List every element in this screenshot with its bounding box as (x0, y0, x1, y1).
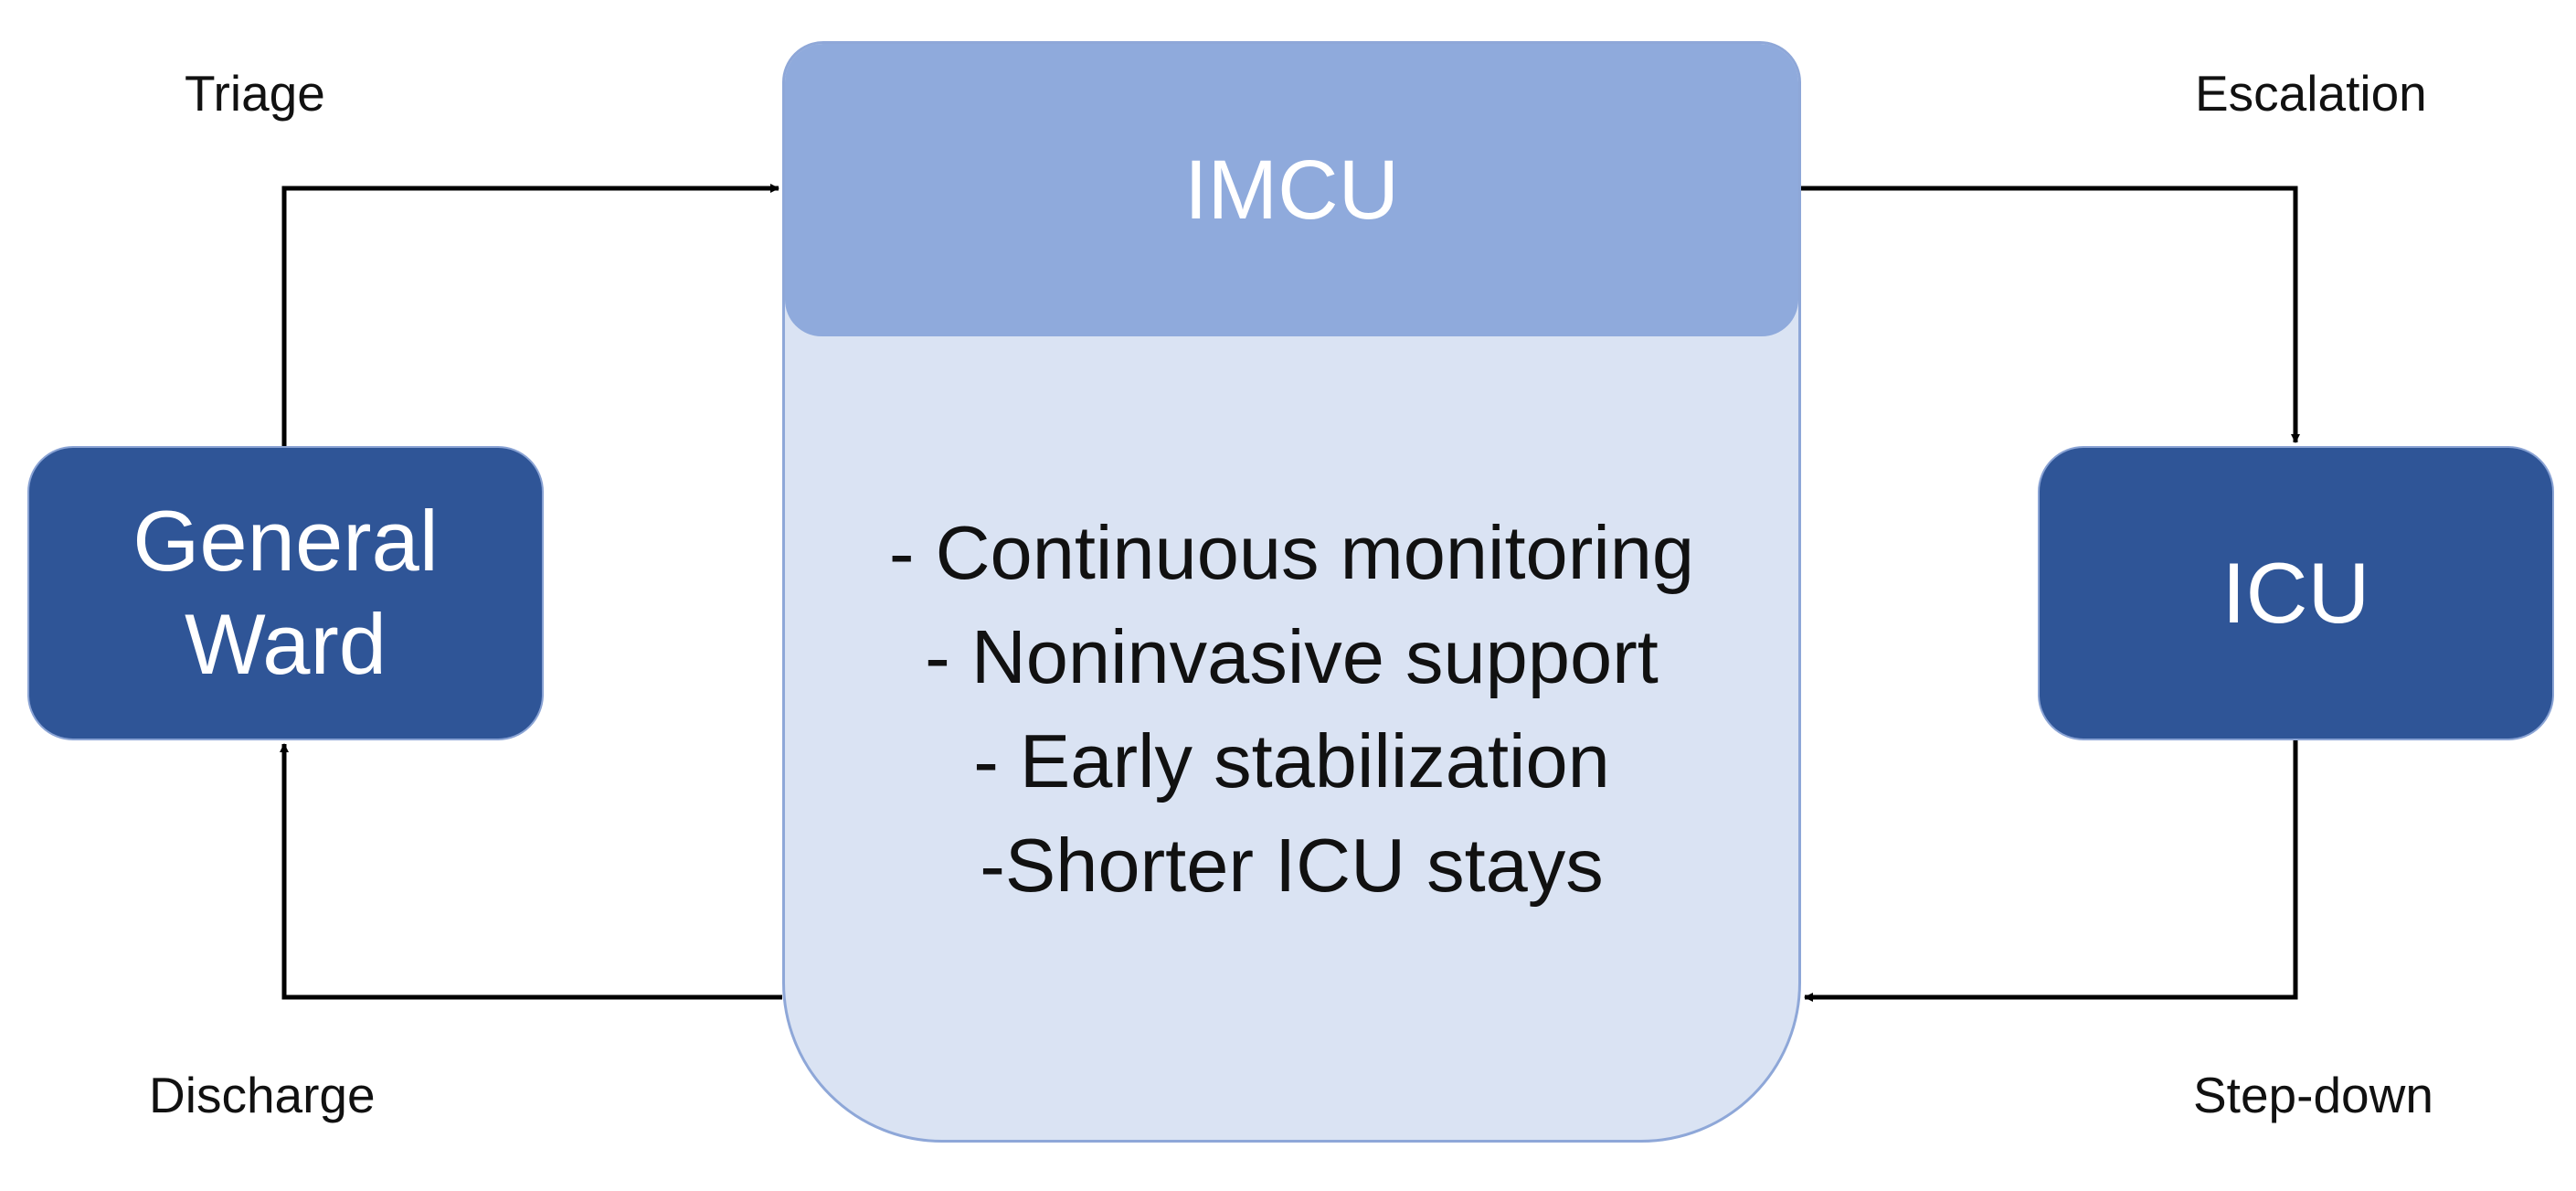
icu-label: ICU (2221, 544, 2370, 641)
general-ward-node: General Ward (27, 446, 544, 740)
imcu-header: IMCU (785, 44, 1798, 336)
discharge-arrow (280, 743, 782, 1000)
icu-node: ICU (2038, 446, 2554, 740)
triage-label: Triage (185, 65, 325, 122)
step-down-label: Step-down (2193, 1067, 2433, 1123)
imcu-feature-item: -Shorter ICU stays (980, 823, 1604, 908)
escalation-label: Escalation (2195, 65, 2427, 122)
imcu-feature-item: - Noninvasive support (925, 614, 1659, 699)
general-ward-label-line2: Ward (184, 596, 387, 692)
escalation-arrow (1801, 186, 2300, 443)
imcu-feature-item: - Continuous monitoring (888, 510, 1695, 595)
imcu-title: IMCU (1183, 143, 1400, 237)
imcu-feature-item: - Early stabilization (973, 718, 1610, 803)
imcu-node: IMCU - Continuous monitoring - Noninvasi… (782, 41, 1801, 1143)
discharge-label: Discharge (149, 1067, 376, 1123)
general-ward-label-line1: General (133, 493, 439, 590)
step-down-arrow (1804, 740, 2298, 1002)
imcu-features-list: - Continuous monitoring - Noninvasive su… (785, 501, 1798, 918)
triage-arrow (281, 184, 779, 446)
